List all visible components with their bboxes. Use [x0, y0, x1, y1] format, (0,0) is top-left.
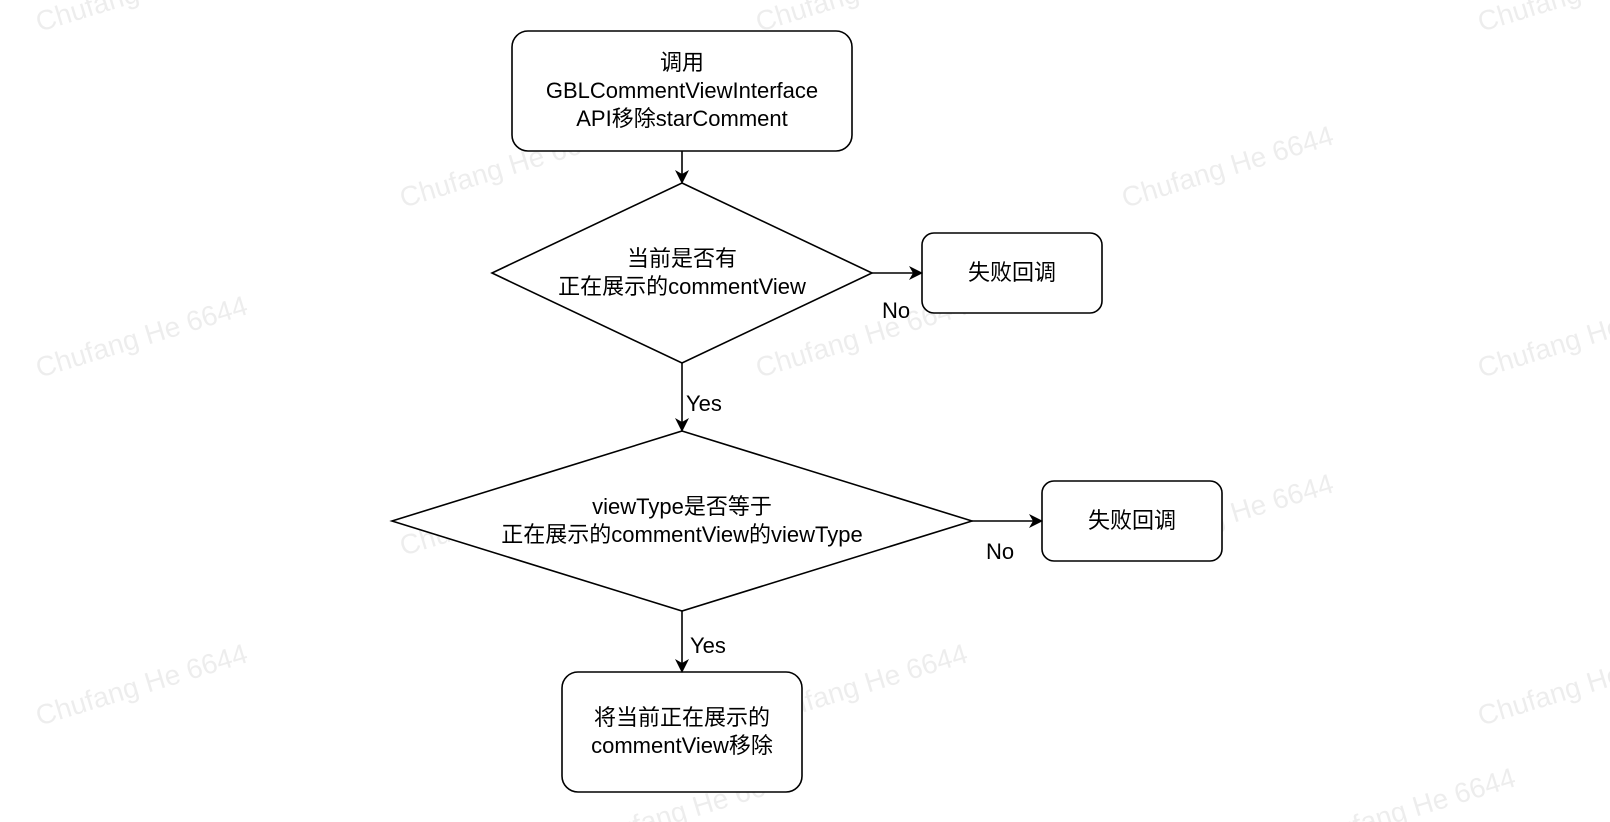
- decision2-label-line: 正在展示的commentView的viewType: [501, 522, 863, 547]
- fail1-label: 失败回调: [922, 233, 1102, 313]
- edge-label-decision1-yes: Yes: [686, 391, 722, 416]
- start-label-line: 调用: [659, 50, 704, 75]
- decision2-label: viewType是否等于 正在展示的commentView的viewType: [392, 431, 972, 611]
- end-label-line: 将当前正在展示的: [593, 705, 770, 730]
- end-process-label: 将当前正在展示的 commentView移除: [562, 672, 802, 792]
- decision1-label: 当前是否有 正在展示的commentView: [492, 183, 872, 363]
- start-label-line: GBLCommentViewInterface: [545, 78, 819, 103]
- edge-label-decision2-yes: Yes: [690, 633, 726, 658]
- edge-label-decision2-no: No: [986, 539, 1015, 564]
- fail2-label-line: 失败回调: [1087, 508, 1176, 533]
- edge-label-decision1-no: No: [882, 298, 911, 323]
- decision1-label-line: 当前是否有: [626, 246, 737, 271]
- fail2-label: 失败回调: [1042, 481, 1222, 561]
- end-label-line: commentView移除: [591, 733, 773, 758]
- start-label-line: API移除starComment: [576, 106, 788, 131]
- fail1-label-line: 失败回调: [967, 260, 1056, 285]
- decision1-label-line: 正在展示的commentView: [558, 274, 806, 299]
- decision2-label-line: viewType是否等于: [592, 494, 772, 519]
- start-process-label: 调用 GBLCommentViewInterface API移除starComm…: [512, 31, 852, 151]
